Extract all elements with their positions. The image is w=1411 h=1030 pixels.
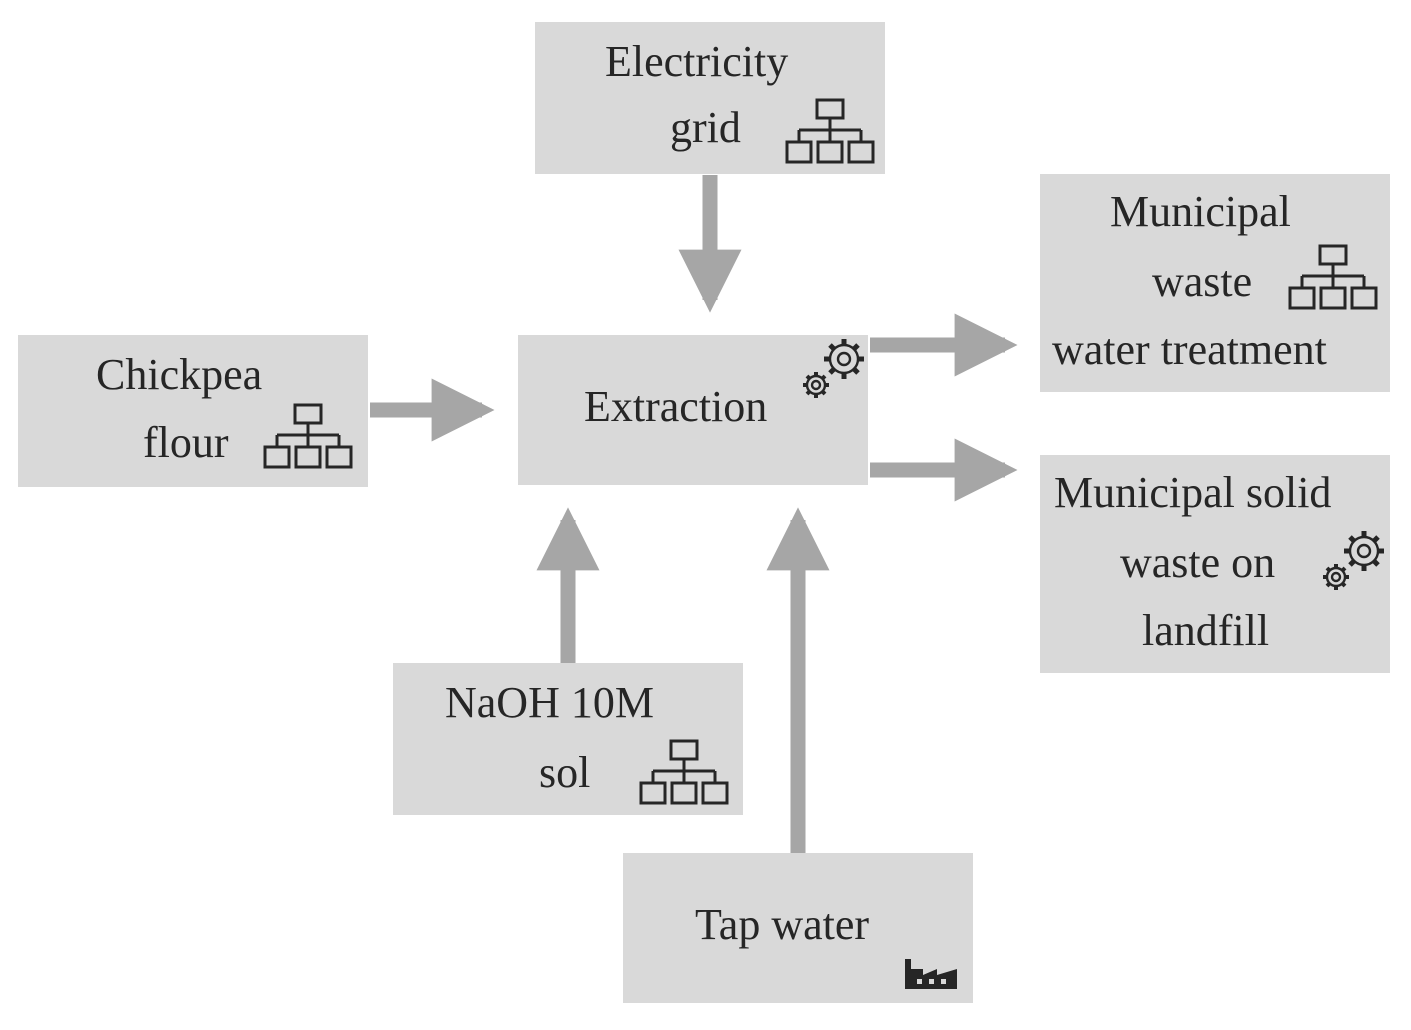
naoh-line1: NaOH 10M xyxy=(445,678,654,727)
network-icon xyxy=(263,403,353,469)
node-naoh-solution: NaOH 10M sol xyxy=(393,663,743,815)
naoh-line2: sol xyxy=(539,748,591,797)
network-icon xyxy=(785,98,875,164)
node-extraction: Extraction xyxy=(518,335,868,485)
node-solid-waste-landfill: Municipal solid waste on landfill xyxy=(1040,455,1390,673)
extraction-label: Extraction xyxy=(584,382,768,431)
wastewater-line3: water treatment xyxy=(1052,325,1327,374)
network-icon xyxy=(1288,244,1378,310)
node-chickpea-flour: Chickpea flour xyxy=(18,335,368,487)
factory-icon xyxy=(905,959,957,989)
tapwater-label: Tap water xyxy=(695,900,870,949)
wastewater-line1: Municipal xyxy=(1110,187,1291,236)
network-icon xyxy=(639,739,729,805)
node-wastewater-treatment: Municipal waste water treatment xyxy=(1040,174,1390,392)
electricity-line1: Electricity xyxy=(605,37,789,86)
electricity-line2: grid xyxy=(670,103,741,152)
gears-icon xyxy=(1323,531,1384,590)
chickpea-line2: flour xyxy=(143,418,229,467)
chickpea-line1: Chickpea xyxy=(96,350,263,399)
solidwaste-line2: waste on xyxy=(1120,538,1276,587)
node-tap-water: Tap water xyxy=(623,853,973,1003)
node-electricity-grid: Electricity grid xyxy=(535,22,885,174)
solidwaste-line1: Municipal solid xyxy=(1054,468,1332,517)
gears-icon xyxy=(803,339,864,398)
wastewater-line2: waste xyxy=(1152,257,1253,306)
solidwaste-line3: landfill xyxy=(1142,606,1270,655)
